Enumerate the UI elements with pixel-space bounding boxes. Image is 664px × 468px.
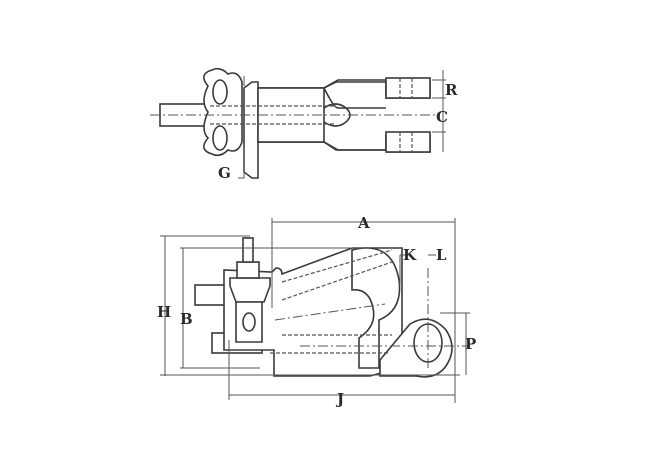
label-g: G [218,164,231,182]
label-p: P [465,335,476,353]
top-view: R C G [150,67,458,182]
label-j: J [335,390,344,408]
label-r: R [445,81,458,99]
label-a: A [357,214,370,232]
label-l: L [436,246,447,264]
label-k: K [403,246,417,264]
label-c: C [436,108,448,126]
label-h: H [157,303,171,321]
side-view: A K L H B P J [157,214,476,408]
label-b: B [180,310,193,328]
